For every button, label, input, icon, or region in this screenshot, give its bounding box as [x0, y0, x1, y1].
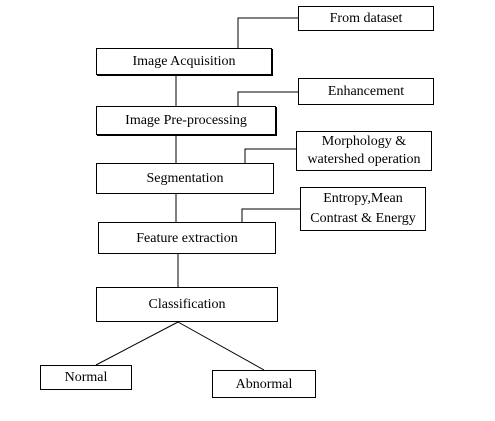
detail-enhancement: Enhancement	[298, 78, 434, 105]
outcome-normal: Normal	[40, 365, 132, 390]
outcome-abnormal: Abnormal	[212, 370, 316, 398]
stage-segmentation: Segmentation	[96, 163, 274, 194]
connector-morphology-to-segmentation	[244, 148, 296, 163]
stage-classification: Classification	[96, 287, 278, 322]
connector-enhancement-to-preprocessing	[237, 91, 298, 106]
connector-dataset-to-acquisition	[237, 17, 298, 48]
detail-from-dataset: From dataset	[298, 6, 434, 31]
stage-feature-extraction: Feature extraction	[98, 222, 276, 254]
detail-morphology-watershed: Morphology & watershed operation	[296, 131, 432, 171]
detail-entropy-mean-contrast-energy: Entropy,Mean Contrast & Energy	[300, 187, 426, 231]
connector-classification-to-normal	[95, 321, 179, 366]
stage-image-acquisition: Image Acquisition	[96, 48, 272, 75]
connector-classification-to-abnormal	[177, 321, 265, 371]
connector-entropy-to-feature	[241, 208, 300, 222]
stage-image-preprocessing: Image Pre-processing	[96, 106, 276, 135]
